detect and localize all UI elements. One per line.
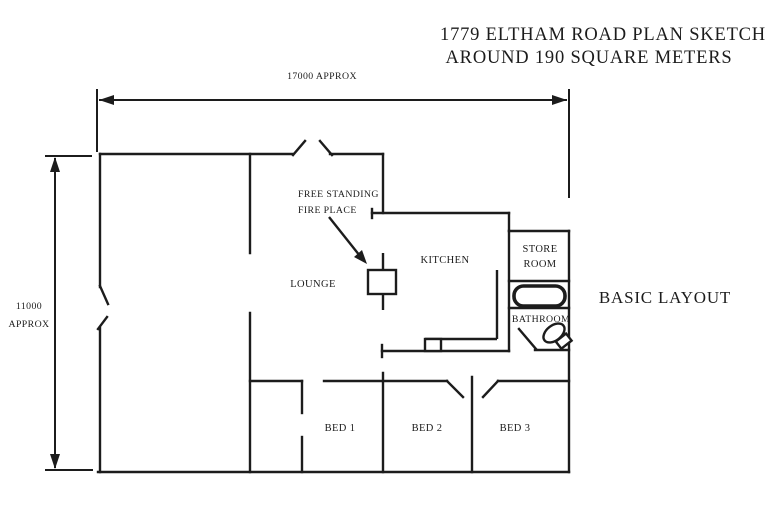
bed2-door-swing: [445, 379, 465, 399]
room-label-bathroom: BATHROOM: [512, 314, 570, 325]
kitchen-sink: [423, 337, 443, 353]
bathroom-door-swing: [517, 327, 538, 351]
top-wall-break-tick-left: [291, 139, 307, 157]
width-dimension: [96, 89, 570, 198]
room-label-store-line2: ROOM: [523, 259, 556, 270]
arrowhead-right: [552, 95, 567, 105]
bathtub: [512, 284, 567, 308]
kitchen-counter: [423, 270, 499, 353]
room-label-bed3: BED 3: [500, 423, 531, 434]
room-label-bed1: BED 1: [325, 423, 356, 434]
arrowhead-bottom: [50, 454, 60, 469]
room-label-kitchen: KITCHEN: [421, 255, 470, 266]
left-wall-break-tick-bottom: [96, 315, 109, 331]
fireplace-note-line2: FIRE PLACE: [298, 205, 357, 216]
fireplace-note-line1: FREE STANDING: [298, 189, 379, 200]
fireplace: [366, 253, 398, 310]
fireplace-box: [366, 268, 398, 296]
room-label-bed2: BED 2: [412, 423, 443, 434]
arrowhead-left: [99, 95, 114, 105]
width-dimension-label: 17000 APPROX: [287, 71, 357, 82]
basic-layout-label: BASIC LAYOUT: [599, 288, 731, 307]
exterior-walls: [96, 139, 571, 474]
toilet: [542, 322, 574, 351]
title-line1: 1779 ELTHAM ROAD PLAN SKETCH: [440, 25, 766, 45]
annotation-arrowhead: [354, 250, 367, 264]
arrowhead-top: [50, 157, 60, 172]
height-dimension: [45, 155, 93, 471]
room-label-lounge: LOUNGE: [290, 279, 336, 290]
bed3-door-swing: [481, 379, 500, 399]
page-title: 1779 ELTHAM ROAD PLAN SKETCH AROUND 190 …: [440, 25, 766, 68]
room-label-store-line1: STORE: [522, 244, 557, 255]
left-wall-break-tick-top: [98, 284, 110, 306]
interior-walls: [248, 152, 571, 474]
height-dimension-label-line2: APPROX: [8, 319, 49, 330]
top-wall-break-tick-right: [318, 139, 334, 157]
title-line2: AROUND 190 SQUARE METERS: [446, 48, 733, 68]
toilet-cistern: [554, 331, 574, 351]
height-dimension-label-line1: 11000: [16, 301, 42, 312]
fireplace-annotation-arrow: [328, 216, 367, 264]
